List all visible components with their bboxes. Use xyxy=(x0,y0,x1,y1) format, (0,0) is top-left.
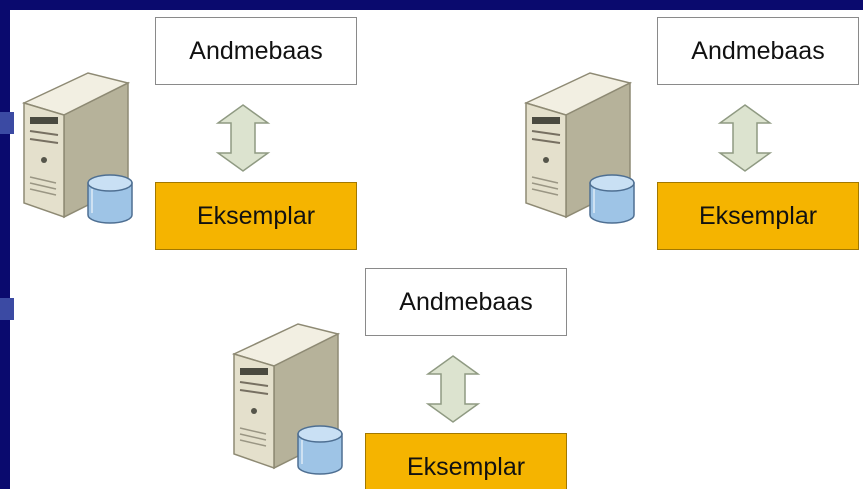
database-box: Andmebaas xyxy=(365,268,567,336)
server-db-icon xyxy=(10,65,138,227)
slide-frame-accent-1 xyxy=(0,112,14,134)
database-box: Andmebaas xyxy=(155,17,357,85)
database-label: Andmebaas xyxy=(691,36,825,65)
database-label: Andmebaas xyxy=(189,36,323,65)
server-db-icon xyxy=(512,65,640,227)
double-arrow-icon xyxy=(418,354,488,424)
instance-box: Eksemplar xyxy=(657,182,859,250)
instance-label: Eksemplar xyxy=(406,452,526,481)
server-db-icon xyxy=(220,316,348,478)
instance-label: Eksemplar xyxy=(698,201,818,230)
instance-box: Eksemplar xyxy=(365,433,567,489)
instance-box: Eksemplar xyxy=(155,182,357,250)
double-arrow-icon xyxy=(710,103,780,173)
instance-label: Eksemplar xyxy=(196,201,316,230)
server-node-2: Andmebaas Eksemplar xyxy=(512,17,862,250)
slide-frame-left xyxy=(0,0,10,489)
slide-frame-accent-2 xyxy=(0,298,14,320)
slide-frame-top xyxy=(0,0,863,10)
database-label: Andmebaas xyxy=(399,287,533,316)
server-node-1: Andmebaas Eksemplar xyxy=(10,17,360,250)
double-arrow-icon xyxy=(208,103,278,173)
database-box: Andmebaas xyxy=(657,17,859,85)
server-node-3: Andmebaas Eksemplar xyxy=(220,268,570,489)
